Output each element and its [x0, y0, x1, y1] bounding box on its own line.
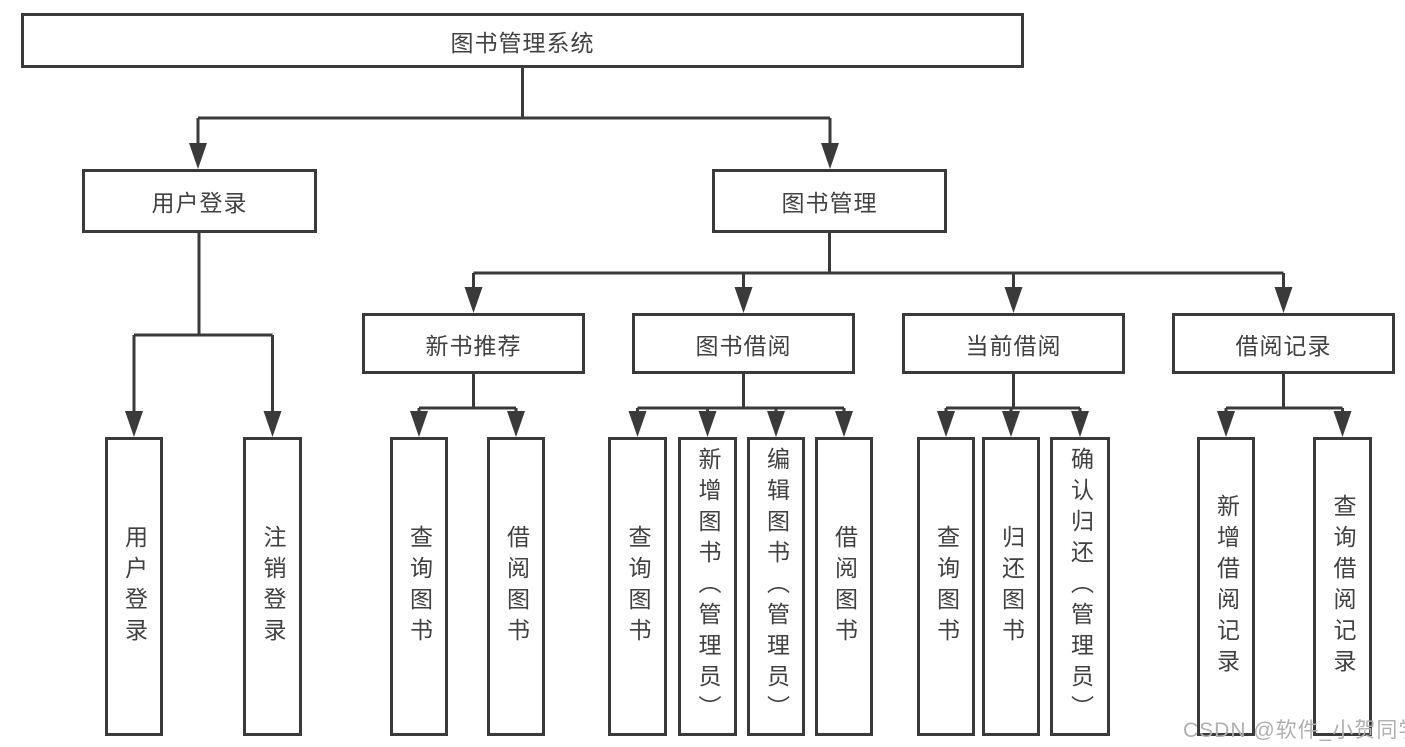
leaf-user-login-label: 用户登录 [121, 524, 148, 649]
leaf-borrow-borrow-books-label: 借阅图书 [831, 524, 858, 649]
node-borrow-records-label: 借阅记录 [1235, 332, 1332, 359]
node-new-book-recommend-label: 新书推荐 [425, 332, 522, 359]
leaf-add-borrow-record: 新增借阅记录 [1197, 437, 1255, 736]
leaf-current-query-books-label: 查询图书 [933, 524, 960, 649]
leaf-recommend-borrow-books: 借阅图书 [487, 437, 545, 736]
leaf-add-books-admin: 新增图书（管理员） [678, 437, 737, 736]
node-book-management-label: 图书管理 [781, 190, 878, 216]
leaf-return-books: 归还图书 [982, 437, 1040, 736]
leaf-edit-books-admin: 编辑图书（管理员） [747, 437, 805, 736]
node-user-login-label: 用户登录 [151, 190, 248, 216]
node-user-login: 用户登录 [82, 169, 317, 233]
leaf-add-books-admin-label: 新增图书（管理员） [695, 447, 721, 726]
leaf-confirm-return-admin: 确认归还（管理员） [1050, 437, 1110, 736]
leaf-confirm-return-admin-label: 确认归还（管理员） [1067, 447, 1094, 726]
node-book-management: 图书管理 [712, 169, 947, 233]
leaf-user-login: 用户登录 [105, 437, 163, 736]
node-root-label: 图书管理系统 [450, 29, 595, 56]
leaf-logout: 注销登录 [243, 437, 302, 736]
node-current-borrow-label: 当前借阅 [965, 332, 1062, 359]
node-current-borrow: 当前借阅 [902, 313, 1125, 374]
node-borrow-records: 借阅记录 [1172, 313, 1395, 374]
leaf-logout-label: 注销登录 [260, 524, 286, 649]
leaf-add-borrow-record-label: 新增借阅记录 [1213, 493, 1240, 680]
csdn-watermark: CSDN @软件_小贺同学 [1183, 719, 1405, 742]
leaf-return-books-label: 归还图书 [998, 524, 1025, 649]
leaf-edit-books-admin-label: 编辑图书（管理员） [763, 447, 790, 726]
node-new-book-recommend: 新书推荐 [362, 313, 585, 374]
leaf-recommend-query-books-label: 查询图书 [406, 524, 433, 649]
node-book-borrow-label: 图书借阅 [695, 332, 792, 359]
leaf-query-borrow-record: 查询借阅记录 [1313, 437, 1372, 736]
node-root: 图书管理系统 [21, 13, 1024, 68]
leaf-recommend-borrow-books-label: 借阅图书 [503, 524, 530, 649]
leaf-borrow-borrow-books: 借阅图书 [815, 437, 873, 736]
leaf-recommend-query-books: 查询图书 [390, 437, 448, 736]
leaf-borrow-query-books-label: 查询图书 [625, 524, 651, 649]
node-book-borrow: 图书借阅 [632, 313, 855, 374]
leaf-borrow-query-books: 查询图书 [608, 437, 667, 736]
leaf-query-borrow-record-label: 查询借阅记录 [1330, 493, 1356, 680]
leaf-current-query-books: 查询图书 [917, 437, 975, 736]
